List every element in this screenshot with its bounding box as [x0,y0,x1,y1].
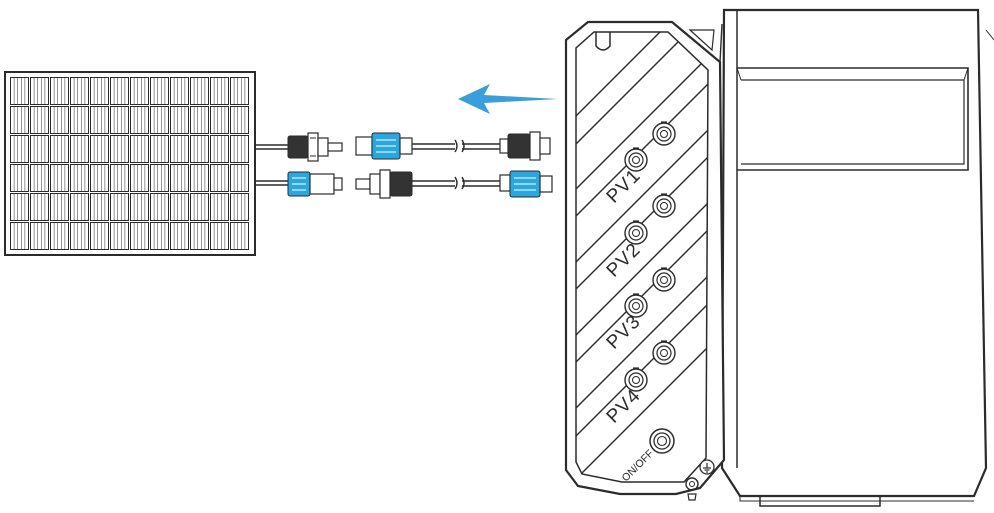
solar-cell [170,222,189,250]
power-station-device [564,8,994,507]
mc4-connector-icon [355,169,413,199]
solar-cell [30,222,49,250]
solar-cell [210,164,229,192]
solar-cell [10,164,29,192]
solar-cell [70,222,89,250]
solar-cell [30,193,49,221]
solar-cell [110,164,129,192]
solar-cell [230,222,249,250]
solar-cell [110,106,129,134]
solar-cell [90,135,109,163]
solar-panel [4,71,256,256]
solar-cell [170,77,189,105]
mc4-connector-icon [355,132,413,160]
solar-cell [30,77,49,105]
solar-cell [210,222,229,250]
pv2-port[interactable] [624,220,648,245]
solar-cell [70,135,89,163]
solar-cell [150,193,169,221]
pv4-port[interactable] [624,367,648,392]
solar-cell [230,77,249,105]
solar-cell [230,106,249,134]
solar-cell [30,135,49,163]
solar-cell [90,106,109,134]
solar-cell [190,135,209,163]
solar-cell [130,135,149,163]
solar-cell [130,193,149,221]
solar-cell [90,77,109,105]
solar-cell [70,77,89,105]
pv4-port[interactable] [652,340,676,365]
solar-cell [30,164,49,192]
solar-cell [190,193,209,221]
solar-cell [50,77,69,105]
solar-cell [210,193,229,221]
solar-cell [130,106,149,134]
solar-cell [190,77,209,105]
arrow-left-icon [458,84,558,114]
solar-cell [210,106,229,134]
solar-cell [10,193,29,221]
solar-cell [30,106,49,134]
solar-cell [90,193,109,221]
solar-cell [110,222,129,250]
solar-cell [110,193,129,221]
solar-cell [50,164,69,192]
solar-cell [170,106,189,134]
solar-cell [90,164,109,192]
solar-cell [150,164,169,192]
solar-cell [230,193,249,221]
solar-cell [150,77,169,105]
solar-cell [190,106,209,134]
solar-cell [210,135,229,163]
mc4-connector-icon [287,171,343,197]
solar-cell [210,77,229,105]
solar-cell [190,164,209,192]
ground-symbol-icon [699,459,715,475]
solar-cell [70,164,89,192]
solar-cell [190,222,209,250]
solar-cell [230,135,249,163]
solar-cell [10,222,29,250]
solar-cell [50,193,69,221]
solar-cell [50,135,69,163]
solar-cell [90,222,109,250]
solar-cell [150,106,169,134]
solar-cell [50,106,69,134]
pv2-port[interactable] [652,193,676,218]
power-switch[interactable] [649,428,675,454]
solar-cell [70,106,89,134]
solar-cell [10,135,29,163]
mc4-connector-icon [287,132,343,162]
pv-cable-set [255,139,500,190]
pv1-port[interactable] [624,147,648,172]
solar-cell [110,135,129,163]
solar-cell [70,193,89,221]
solar-cell [230,164,249,192]
solar-cell [150,222,169,250]
solar-cell [170,135,189,163]
solar-cell [130,222,149,250]
solar-cell [150,135,169,163]
mc4-connector-icon [499,170,553,198]
pv3-port[interactable] [652,267,676,292]
solar-cell [110,77,129,105]
solar-cell [170,193,189,221]
solar-cell [10,106,29,134]
pv1-port[interactable] [652,121,676,146]
solar-cell [50,222,69,250]
solar-cell [170,164,189,192]
solar-cell [10,77,29,105]
solar-cell [130,77,149,105]
mc4-connector-icon [499,131,551,161]
solar-cell [130,164,149,192]
pv3-port[interactable] [624,293,648,318]
